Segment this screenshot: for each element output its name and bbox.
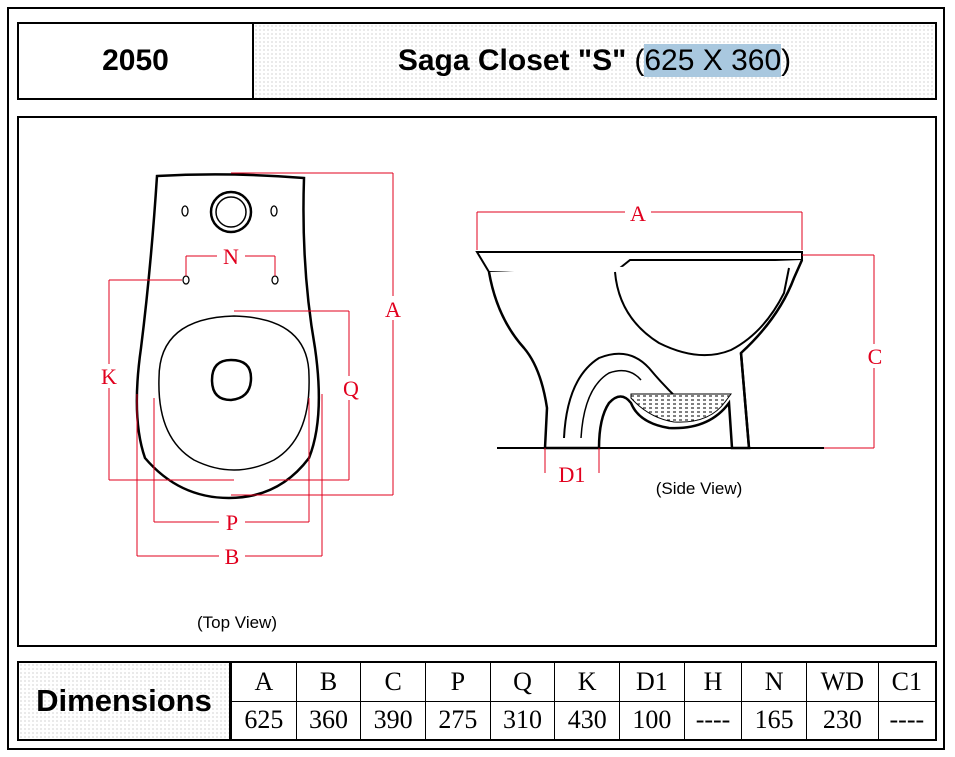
dim-header: C1 <box>877 663 935 702</box>
dim-header: A <box>231 663 297 702</box>
sheet-frame <box>7 7 945 750</box>
bolt-hole-left <box>181 205 189 217</box>
drawing-canvas: A K N Q P B (Top View) <box>101 172 883 632</box>
header-bar: 2050 Saga Closet "S" (625 X 360) <box>17 22 937 100</box>
dimensions-value-row: 625 360 390 275 310 430 100 ---- 165 230… <box>231 700 935 739</box>
size-close-paren: ) <box>781 44 792 77</box>
dim-value: 165 <box>741 700 807 739</box>
dim-value: ---- <box>683 700 743 739</box>
product-size: (625 X 360) <box>634 44 791 78</box>
technical-drawing: A K N Q P B (Top View) <box>17 116 937 647</box>
dim-header: Q <box>489 663 556 702</box>
label-P: P <box>226 510 238 535</box>
dim-value: 310 <box>489 700 556 739</box>
product-title: Saga Closet "S" (625 X 360) <box>254 24 935 98</box>
dim-value: 390 <box>360 700 427 739</box>
top-view: A K N Q P B (Top View) <box>101 172 401 632</box>
dim-header: C <box>360 663 427 702</box>
label-B: B <box>225 544 240 569</box>
top-view-dimension-lines <box>108 172 394 557</box>
side-view-caption: (Side View) <box>656 479 743 498</box>
dim-value: ---- <box>877 700 935 739</box>
label-Q: Q <box>343 376 359 401</box>
dim-header: D1 <box>619 663 685 702</box>
water-seal <box>630 393 732 423</box>
dim-header: WD <box>806 663 879 702</box>
cistern-hole-inner <box>215 196 247 228</box>
back-leg <box>739 352 751 449</box>
label-A-top: A <box>385 297 401 322</box>
bolt-hole-right <box>270 205 278 217</box>
label-D1: D1 <box>559 462 586 487</box>
bowl-inner <box>614 267 790 357</box>
bowl-opening <box>210 358 253 402</box>
label-C: C <box>868 344 883 369</box>
side-view-dimension-lines <box>476 211 875 473</box>
size-value-highlighted: 625 X 360 <box>644 44 782 77</box>
dim-header: H <box>683 663 743 702</box>
dim-value: 360 <box>295 700 362 739</box>
trap-channel <box>563 352 680 439</box>
product-name: Saga Closet "S" <box>397 44 627 77</box>
dim-header: P <box>425 663 491 702</box>
dimensions-header-row: A B C P Q K D1 H N WD C1 <box>231 663 935 702</box>
top-view-caption: (Top View) <box>197 613 277 632</box>
trap-inner <box>580 369 642 439</box>
dimensions-table: A B C P Q K D1 H N WD C1 625 360 390 275… <box>231 663 935 739</box>
fixing-hole-left <box>182 275 190 285</box>
size-open-paren: ( <box>634 44 645 77</box>
dim-header: N <box>741 663 807 702</box>
product-code: 2050 <box>19 24 254 98</box>
body-outline <box>487 259 804 450</box>
side-view: A C D1 (Side View) <box>475 201 883 498</box>
dim-value: 275 <box>425 700 491 739</box>
label-K: K <box>101 364 117 389</box>
label-A-side: A <box>630 201 646 226</box>
dimensions-panel: Dimensions A B C P Q K D1 H N WD C1 625 … <box>17 661 937 741</box>
dim-value: 430 <box>554 700 621 739</box>
dim-value: 100 <box>619 700 685 739</box>
dim-header: K <box>554 663 621 702</box>
label-N: N <box>223 244 239 269</box>
dim-value: 230 <box>806 700 879 739</box>
dim-header: B <box>295 663 362 702</box>
dim-value: 625 <box>231 700 297 739</box>
fixing-hole-right <box>271 275 279 285</box>
dimensions-title: Dimensions <box>19 663 231 739</box>
